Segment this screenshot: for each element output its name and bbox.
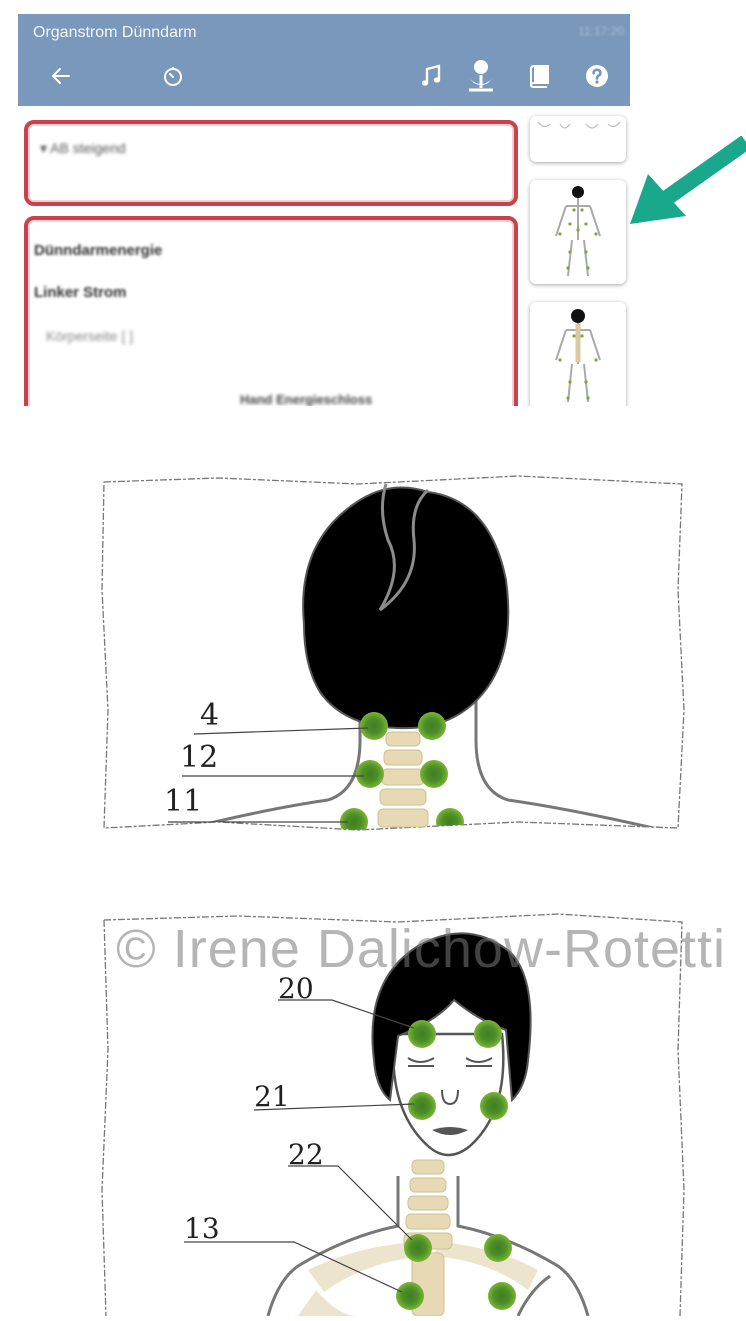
energy-subheading: Linker Strom	[34, 284, 127, 301]
app-screenshot: Organstrom Dünndarm 11:17:20 ▾ AB steige…	[18, 14, 630, 406]
energy-heading: Dünndarmenergie	[34, 242, 162, 259]
content-area: ▾ AB steigend Dünndarmenergie Linker Str…	[18, 106, 630, 406]
copyright-watermark: © Irene Dalichow-Rotetti	[116, 918, 726, 980]
music-note-icon[interactable]	[414, 58, 448, 94]
face-label-13: 13	[184, 1212, 220, 1245]
sort-dropdown-label: ▾ AB steigend	[40, 140, 126, 157]
neck-label-12: 12	[180, 740, 218, 775]
face-label-22: 22	[288, 1138, 324, 1171]
book-icon[interactable]	[522, 58, 556, 94]
face-label-20: 20	[278, 972, 314, 1005]
help-icon[interactable]	[580, 58, 614, 94]
status-time: 11:17:20	[578, 24, 624, 38]
neck-label-4: 4	[200, 698, 219, 733]
face-label-21: 21	[254, 1080, 290, 1113]
energy-side-label: Körperseite [ ]	[46, 328, 133, 344]
app-title: Organstrom Dünndarm	[33, 24, 197, 42]
face-zoom-panel: © Irene Dalichow-Rotetti 20 21 22 13	[98, 910, 688, 1316]
neck-label-11: 11	[164, 784, 202, 819]
back-arrow-icon[interactable]	[44, 58, 78, 94]
sort-dropdown[interactable]: ▾ AB steigend	[24, 120, 518, 206]
timer-icon[interactable]	[156, 58, 190, 94]
green-arrow-icon	[628, 136, 746, 236]
body-thumbnail-back[interactable]	[530, 302, 626, 406]
body-thumbnail-front[interactable]	[530, 180, 626, 284]
neck-zoom-panel: 4 12 11	[98, 470, 688, 836]
app-bar: Organstrom Dünndarm 11:17:20	[18, 14, 630, 106]
meditation-icon[interactable]	[464, 58, 498, 94]
energy-card[interactable]: Dünndarmenergie Linker Strom Körperseite…	[24, 216, 518, 406]
energy-footer-label: Hand Energieschloss	[240, 392, 372, 406]
body-thumbnail-top[interactable]	[530, 116, 626, 162]
